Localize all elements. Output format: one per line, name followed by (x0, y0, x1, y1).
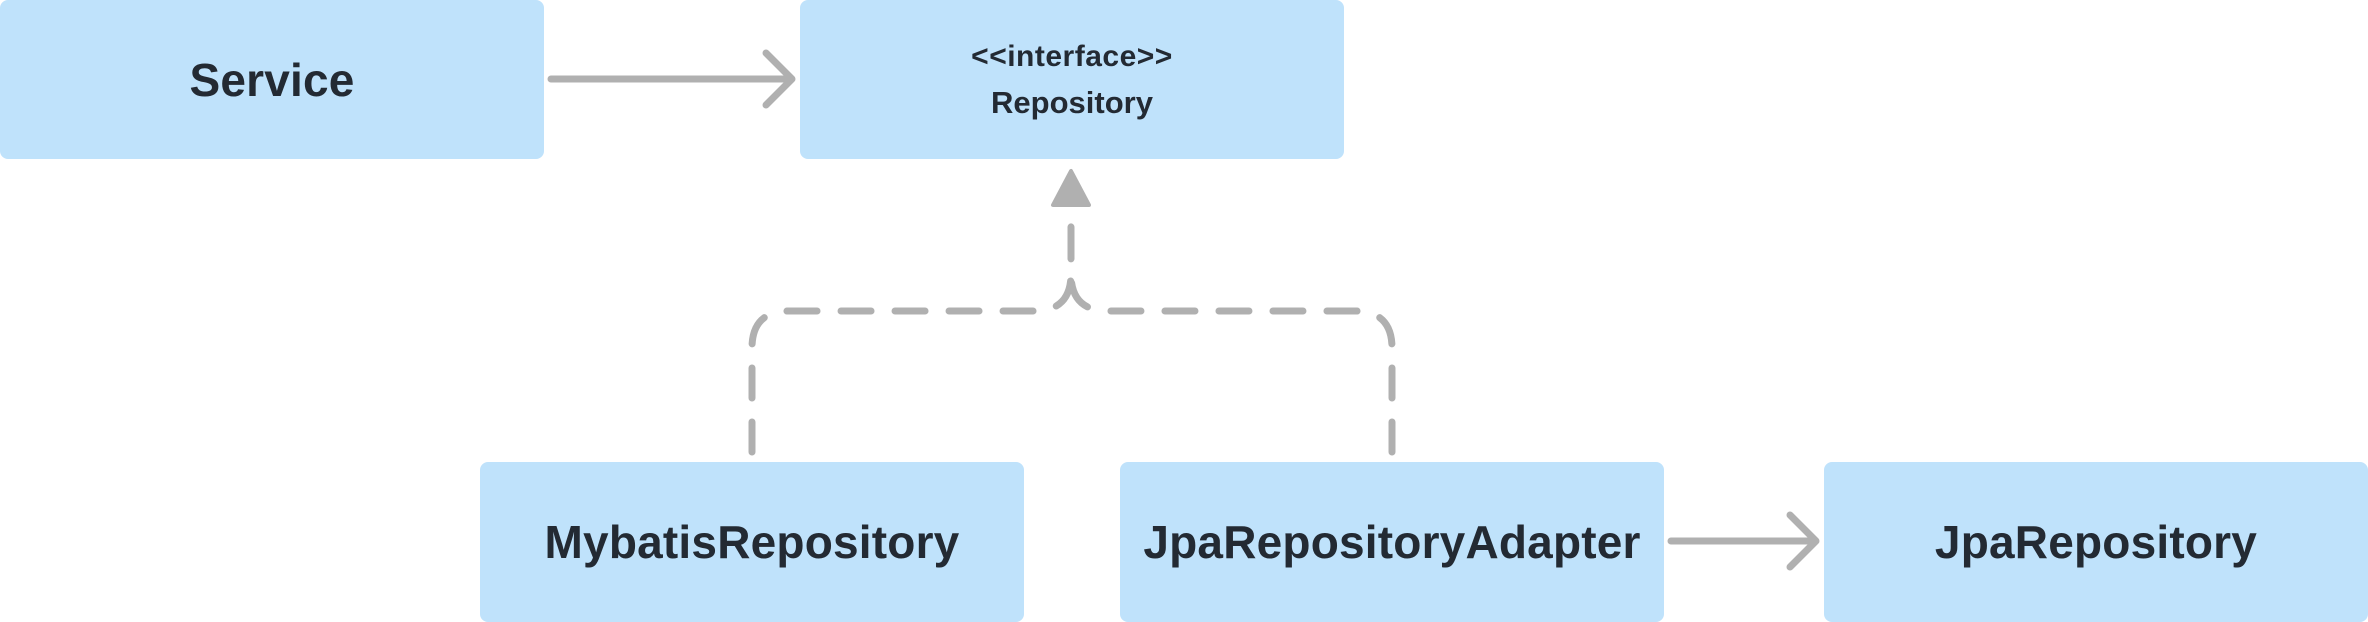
interface-stereotype: <<interface>> (971, 39, 1173, 73)
edge-jpa-adapter-to-repository (1067, 211, 1396, 456)
service-node: Service (0, 0, 544, 159)
edge-jpa-adapter-to-jpa-repository (1667, 511, 1820, 571)
triangle-arrowhead (1051, 169, 1091, 207)
repository-label: Repository (991, 84, 1153, 120)
repository-interface-node: <<interface>> Repository (800, 0, 1344, 159)
mybatis-repository-node: MybatisRepository (480, 462, 1024, 622)
jpa-repository-label: JpaRepository (1934, 516, 2258, 568)
jpa-repository-adapter-node: JpaRepositoryAdapter (1120, 462, 1664, 622)
edge-mybatis-to-repository (748, 211, 1075, 456)
jpa-repository-adapter-label: JpaRepositoryAdapter (1143, 516, 1641, 568)
open-arrowhead (1786, 511, 1820, 571)
open-arrowhead (762, 49, 796, 109)
jpa-repository-node: JpaRepository (1824, 462, 2368, 622)
service-label: Service (189, 53, 355, 106)
mybatis-repository-label: MybatisRepository (544, 516, 960, 568)
edge-service-to-repository (547, 49, 796, 109)
